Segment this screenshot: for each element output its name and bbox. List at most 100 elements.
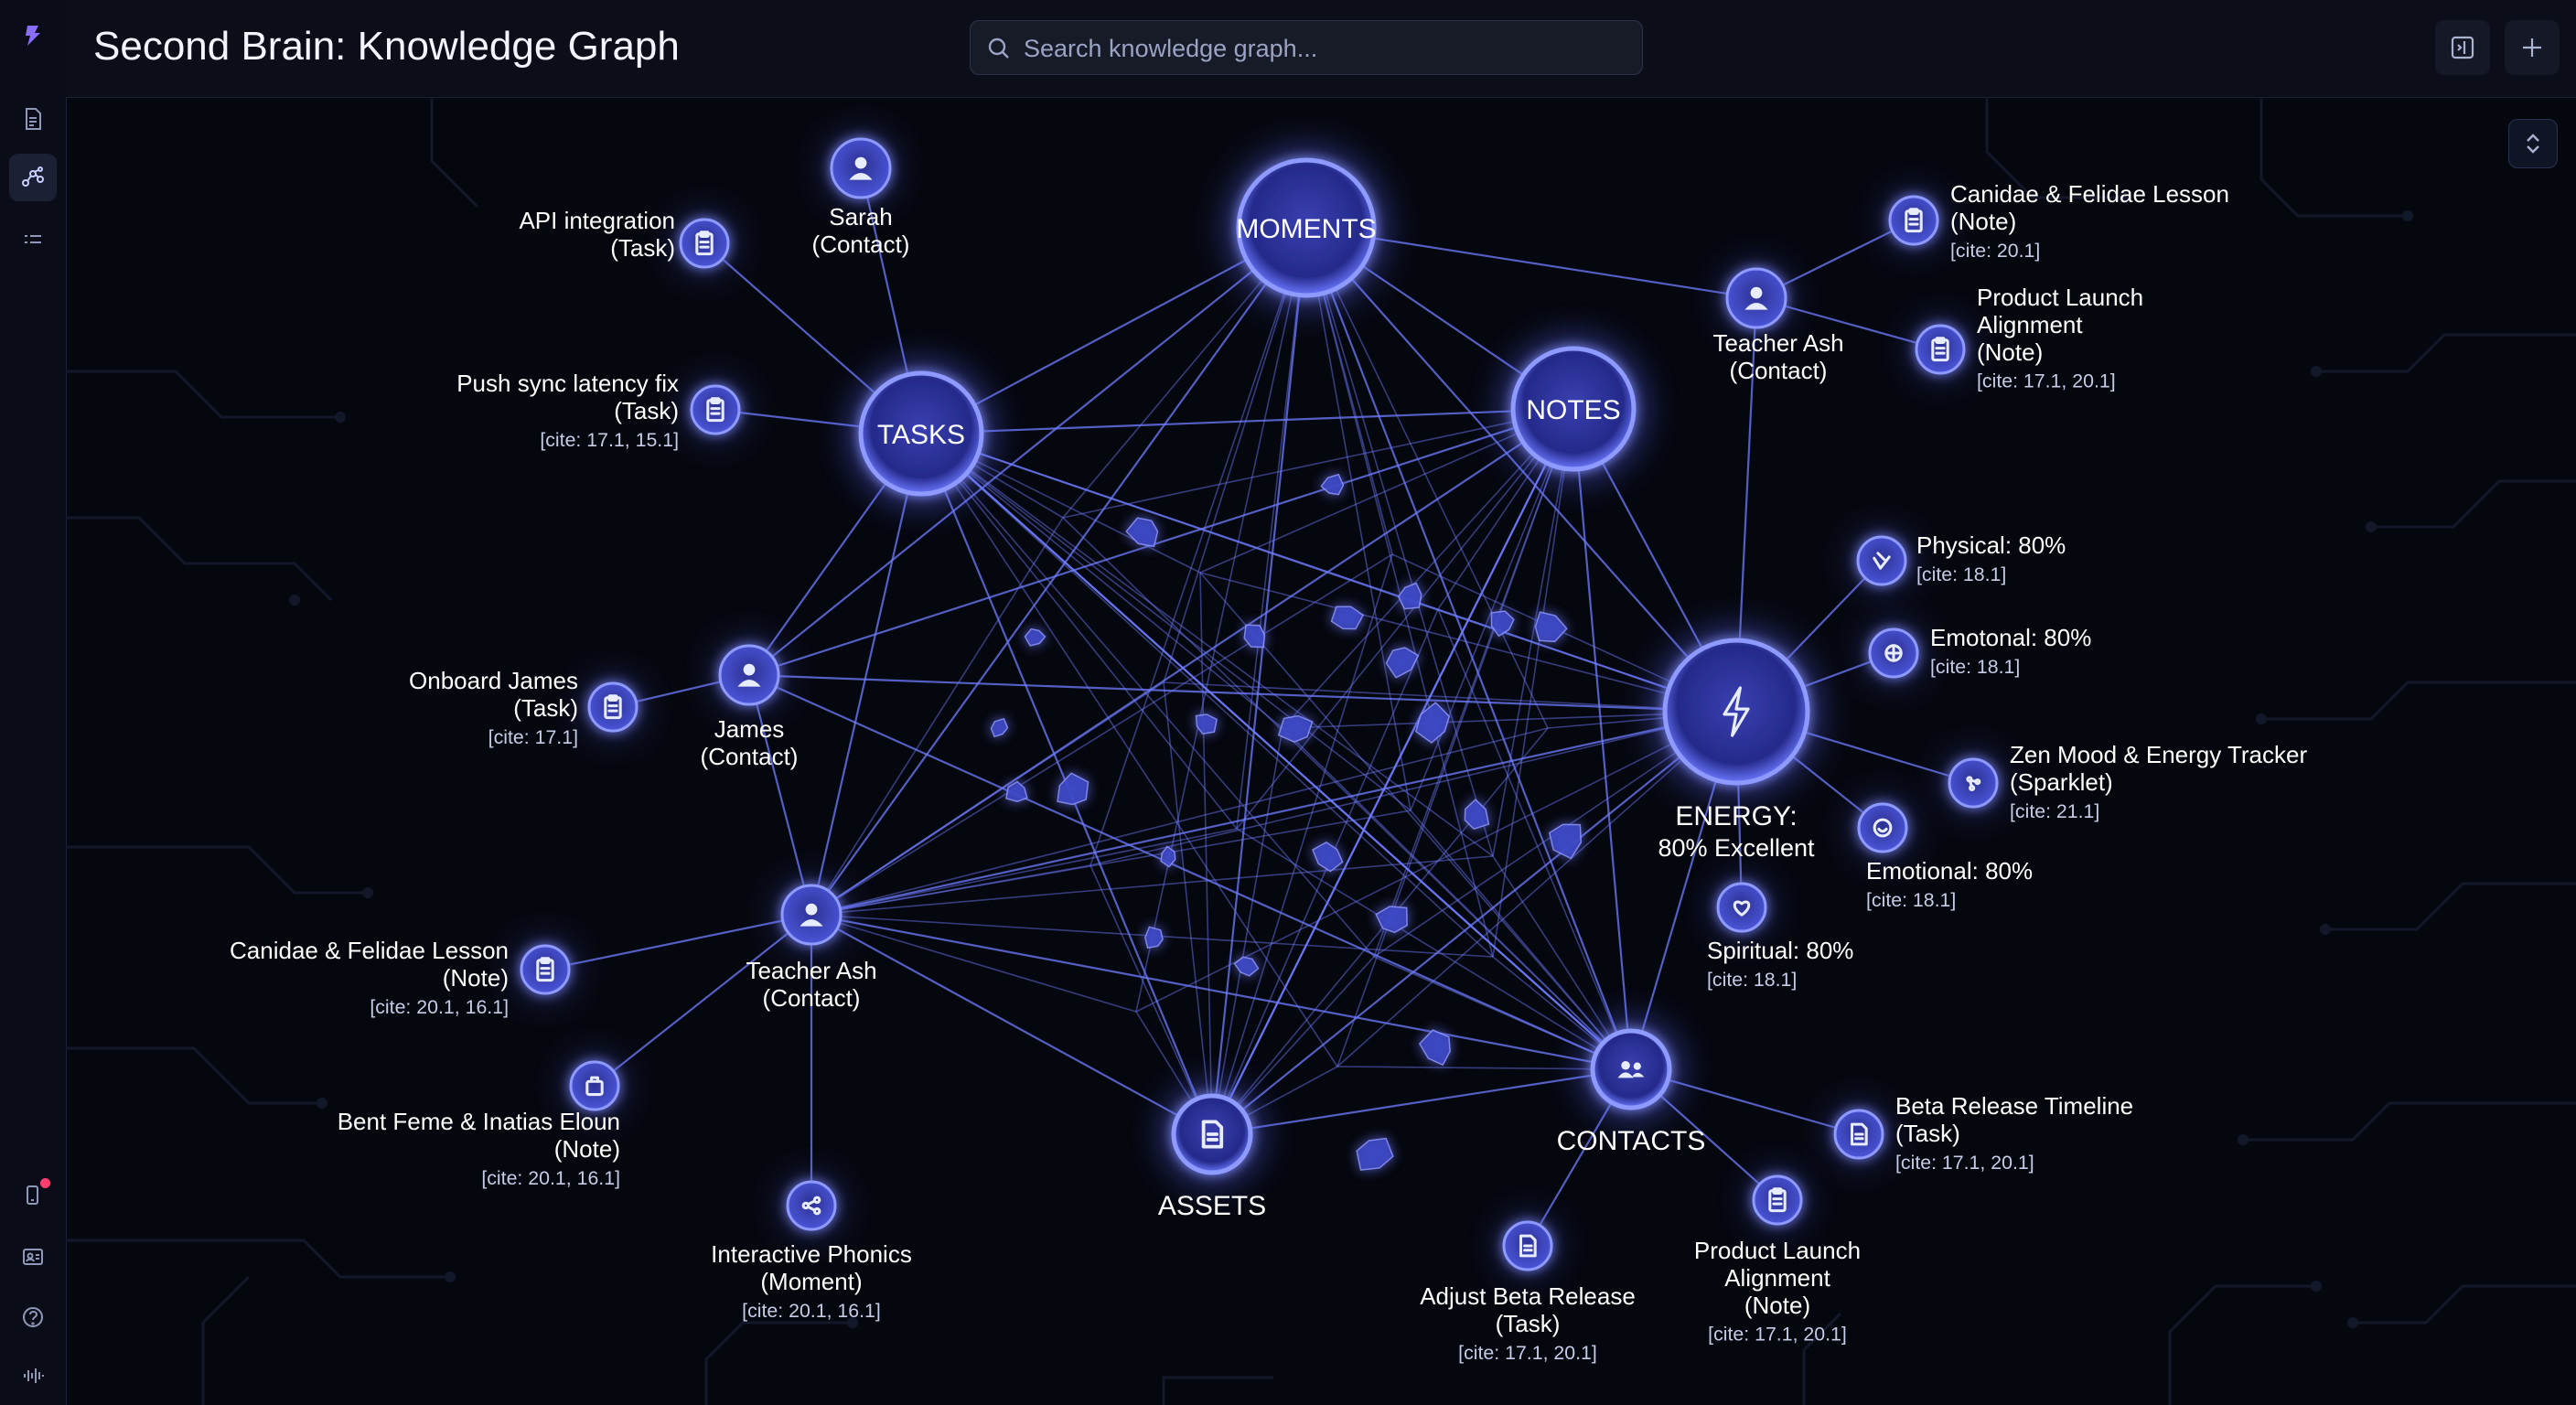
- edge: [920, 433, 1439, 610]
- edge: [748, 227, 1307, 676]
- hub-notes[interactable]: NOTES: [1500, 336, 1647, 482]
- expand-collapse-button[interactable]: [2508, 119, 2558, 168]
- edge: [810, 855, 1494, 916]
- edge: [1211, 553, 1393, 1135]
- node-canidae-left[interactable]: Canidae & Felidae Lesson(Note)[cite: 20.…: [230, 937, 574, 1018]
- clipboard-icon: [604, 694, 622, 720]
- node-canidae-right[interactable]: Canidae & Felidae Lesson(Note)[cite: 20.…: [1884, 180, 2229, 262]
- hub-contacts[interactable]: CONTACTS: [1557, 1018, 1706, 1156]
- rail-help[interactable]: [9, 1293, 57, 1341]
- hub-tasks[interactable]: TASKS: [848, 360, 994, 507]
- document-icon: [26, 108, 41, 130]
- node-label: James(Contact): [701, 715, 799, 770]
- edge: [810, 727, 1549, 916]
- edge: [1572, 408, 1633, 1070]
- clipboard-icon: [1768, 1187, 1787, 1213]
- group-icon: [1617, 1060, 1645, 1078]
- document-icon: [1850, 1122, 1868, 1146]
- clipboard-icon: [706, 397, 724, 423]
- hub-label: MOMENTS: [1236, 214, 1376, 244]
- crystal-shape: [1418, 1029, 1451, 1067]
- panel-toggle-button[interactable]: [2435, 20, 2490, 75]
- crystal-shape: [1356, 1137, 1394, 1171]
- edge: [920, 433, 1238, 830]
- hub-moments[interactable]: MOMENTS: [1226, 147, 1387, 308]
- share-icon: [801, 1196, 821, 1216]
- edge: [1305, 227, 1737, 713]
- circuit-background: [66, 97, 2576, 1405]
- node-emotional[interactable]: Emotional: 80%[cite: 18.1]: [1853, 799, 2033, 911]
- crystal-shape: [1195, 713, 1218, 735]
- crystal-shape: [1330, 606, 1365, 630]
- rail-notifications[interactable]: [9, 1171, 57, 1218]
- person-icon: [1744, 286, 1768, 310]
- node-api-integration[interactable]: API integration(Task): [519, 207, 734, 273]
- rail-list[interactable]: [9, 216, 57, 263]
- edge: [920, 433, 1494, 857]
- chevron-updown-icon: [2527, 134, 2539, 154]
- edge: [810, 828, 1238, 916]
- search-input[interactable]: [1022, 27, 1629, 70]
- crystal-shape: [1024, 627, 1046, 647]
- crystal-shape: [1277, 714, 1314, 743]
- edge: [1199, 572, 1213, 1135]
- node-beta-release[interactable]: Beta Release Timeline(Task)[cite: 17.1, …: [1830, 1092, 2133, 1174]
- node-james[interactable]: James(Contact): [701, 640, 799, 770]
- page-title: Second Brain: Knowledge Graph: [93, 24, 680, 69]
- node-sarah[interactable]: Sarah(Contact): [812, 134, 910, 258]
- person-icon: [849, 156, 873, 180]
- edge: [1305, 227, 1494, 857]
- node-interactive-phonics[interactable]: Interactive Phonics(Moment)[cite: 20.1, …: [711, 1176, 912, 1322]
- edge: [1211, 608, 1439, 1135]
- heart-icon: [1733, 900, 1751, 917]
- node-label: Push sync latency fix(Task)[cite: 17.1, …: [456, 370, 679, 451]
- node-emotonal[interactable]: Emotonal: 80%[cite: 18.1]: [1864, 624, 2091, 682]
- interior-clusters: [990, 473, 1583, 1171]
- hub-label: ENERGY:80% Excellent: [1658, 801, 1815, 862]
- node-bent-feme[interactable]: Bent Feme & Inatias Eloun(Note)[cite: 20…: [338, 1056, 624, 1189]
- node-onboard-james[interactable]: Onboard James(Task)[cite: 17.1]: [409, 667, 642, 748]
- edge: [544, 913, 812, 971]
- node-push-sync[interactable]: Push sync latency fix(Task)[cite: 17.1, …: [456, 370, 745, 451]
- rail-graph[interactable]: [9, 154, 57, 201]
- node-label: Bent Feme & Inatias Eloun(Note)[cite: 20…: [338, 1108, 620, 1189]
- rail-audio[interactable]: [9, 1352, 57, 1400]
- bolt-icon: [1873, 552, 1891, 570]
- rail-documents[interactable]: [9, 95, 57, 143]
- node-label: Emotional: 80%[cite: 18.1]: [1866, 857, 2033, 911]
- node-label: Canidae & Felidae Lesson(Note)[cite: 20.…: [230, 937, 509, 1018]
- app-logo[interactable]: [9, 11, 57, 59]
- edge: [748, 673, 1632, 1071]
- hub-label: CONTACTS: [1557, 1126, 1706, 1156]
- rail-profile[interactable]: [9, 1233, 57, 1281]
- crystal-shape: [1385, 647, 1420, 679]
- crystal-shape: [1320, 473, 1345, 496]
- hub-assets[interactable]: ASSETS: [1158, 1083, 1266, 1221]
- crystal-shape: [1312, 842, 1344, 873]
- hub-energy[interactable]: ENERGY:80% Excellent: [1652, 627, 1820, 862]
- crystal-shape: [1233, 956, 1260, 977]
- graph-icon: [22, 166, 44, 187]
- edge: [1410, 810, 1632, 1070]
- node-teacher-ash-left[interactable]: Teacher Ash(Contact): [746, 880, 877, 1012]
- hub-label: TASKS: [877, 420, 965, 450]
- left-rail: [0, 0, 67, 1405]
- crystal-shape: [1243, 624, 1266, 649]
- search-box[interactable]: [970, 20, 1643, 75]
- knowledge-graph[interactable]: MOMENTS TASKS NOTES ENERGY:80% ExcellentASS…: [66, 97, 2576, 1405]
- node-adjust-beta[interactable]: Adjust Beta Release(Task)[cite: 17.1, 20…: [1420, 1217, 1636, 1364]
- edge: [594, 914, 812, 1087]
- node-physical[interactable]: Physical: 80%[cite: 18.1]: [1852, 531, 2066, 590]
- crystal-shape: [1534, 611, 1568, 643]
- crystal-shape: [1464, 799, 1490, 831]
- node-spiritual[interactable]: Spiritual: 80%[cite: 18.1]: [1707, 878, 1853, 991]
- node-label: Sarah(Contact): [812, 203, 910, 258]
- node-teacher-ash-right[interactable]: Teacher Ash(Contact): [1712, 263, 1844, 384]
- add-button[interactable]: [2505, 20, 2560, 75]
- edge: [1304, 227, 1633, 1070]
- node-zen-mood[interactable]: Zen Mood & Energy Tracker(Sparklet)[cite…: [1944, 741, 2307, 822]
